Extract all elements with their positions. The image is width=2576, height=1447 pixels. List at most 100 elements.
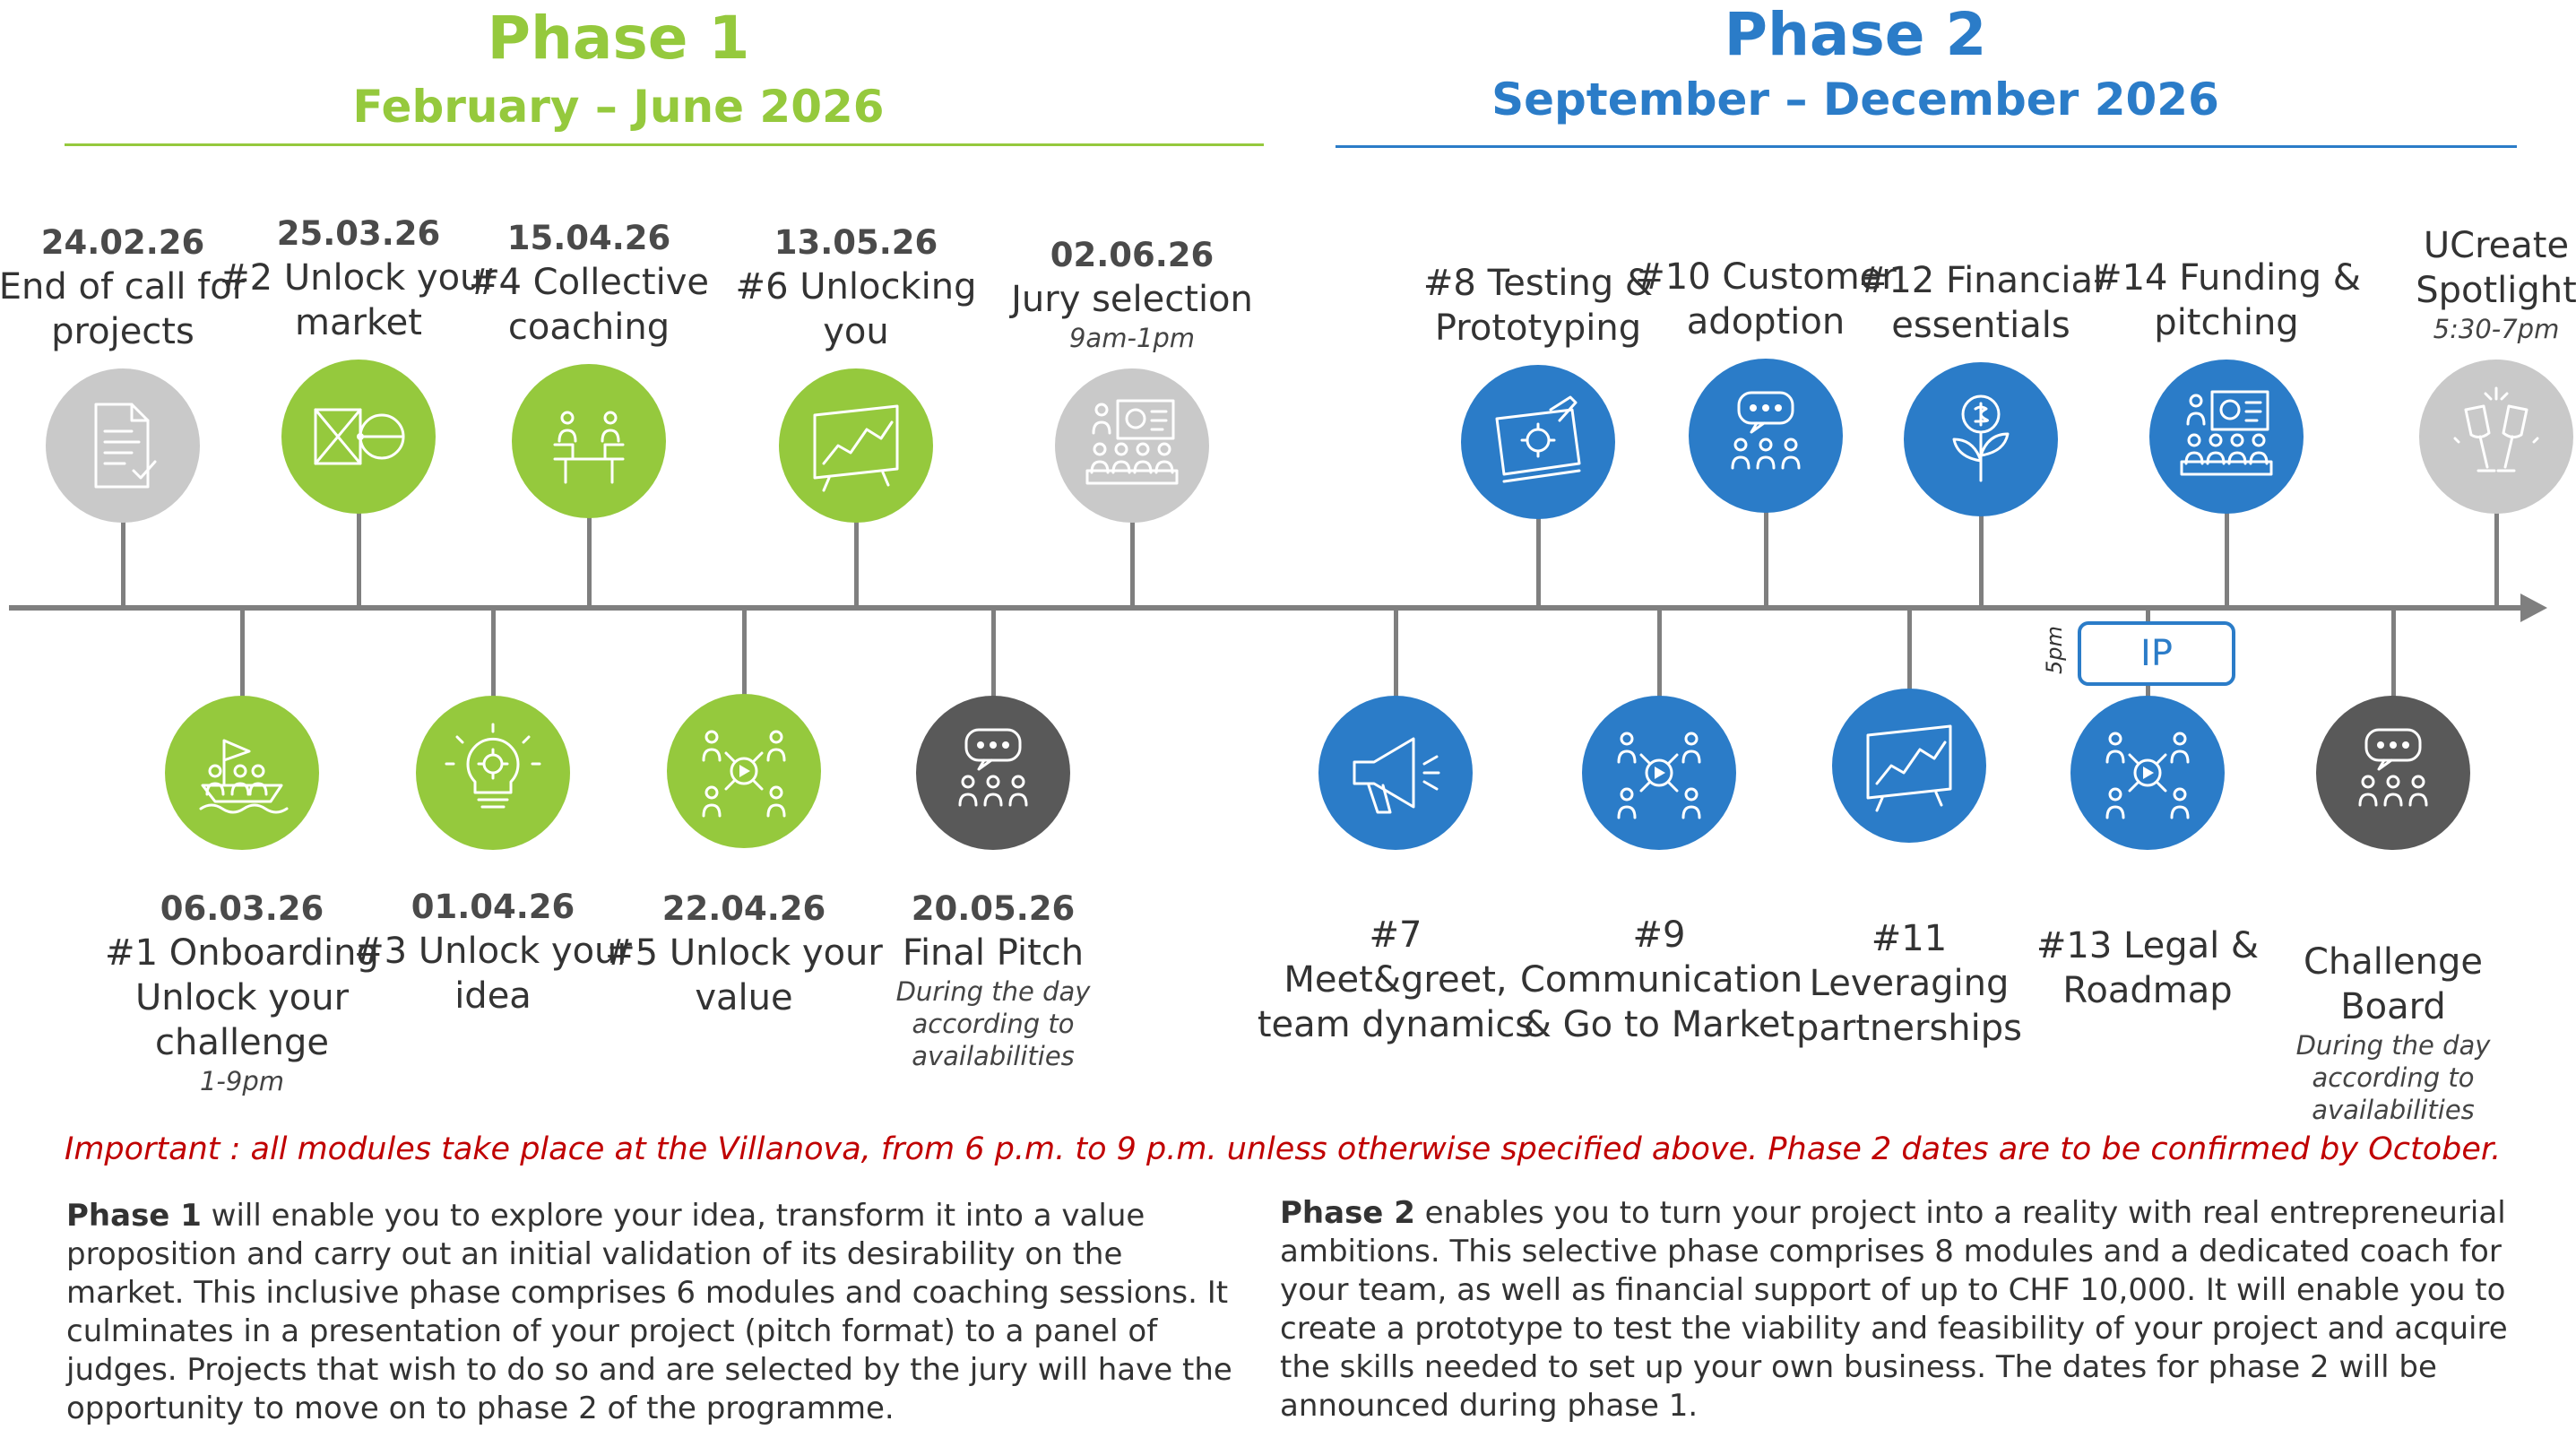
event-circle — [512, 364, 666, 518]
event-date: 01.04.26 — [411, 888, 575, 926]
connector-stem — [991, 608, 996, 699]
event-title: #1 Onboarding Unlock your challenge — [105, 932, 379, 1063]
event-label-group: 25.03.26 #2 Unlock your market — [220, 212, 497, 345]
blueprint-gear-icon — [1495, 395, 1581, 483]
event-circle — [2419, 360, 2573, 514]
ip-marker: IP — [2078, 621, 2235, 686]
market-shapes-icon — [314, 408, 405, 465]
event-circle — [1582, 696, 1736, 850]
whiteboard-chart-icon — [813, 404, 899, 492]
event-label-group: 13.05.26 #6 Unlocking you — [717, 221, 995, 354]
event-label-group: 15.04.26 #4 Collective coaching — [450, 217, 728, 350]
event-title: #6 Unlocking you — [735, 266, 977, 352]
event-note: 5:30-7pm — [2433, 314, 2560, 344]
connector-stem — [121, 519, 125, 608]
event-label-group: 22.04.26#5 Unlock your value — [605, 888, 883, 1020]
network-gear-icon — [2105, 732, 2190, 819]
phase1-title: Phase 1 — [487, 4, 750, 73]
event-circle — [281, 360, 436, 514]
event-label-group: #12 Financial essentials — [1842, 258, 2120, 348]
event-title: #11 Leveraging partnerships — [1796, 918, 2022, 1049]
event-title: #2 Unlock your market — [220, 257, 497, 343]
event-label-group: #10 Customer adoption — [1627, 255, 1905, 344]
event-label-group: 06.03.26 #1 Onboarding Unlock your challe… — [103, 888, 381, 1097]
event-circle — [1832, 689, 1986, 843]
phase2-description-text: enables you to turn your project into a … — [1280, 1195, 2508, 1424]
connector-stem — [854, 519, 859, 608]
connector-stem — [240, 608, 245, 699]
event-title: Jury selection — [1011, 279, 1253, 320]
timeline-arrowhead — [2520, 594, 2547, 622]
event-note: During the day according to availabiliti… — [895, 976, 1091, 1071]
champagne-toast-icon — [2453, 386, 2539, 472]
event-title: #13 Legal & Roadmap — [2036, 925, 2260, 1011]
phase1-subtitle: February – June 2026 — [352, 81, 885, 133]
event-note: During the day according to availabiliti… — [2295, 1030, 2491, 1125]
network-gear-icon — [1617, 732, 1701, 819]
event-title: #8 Testing & Prototyping — [1422, 263, 1654, 349]
connector-stem — [1536, 516, 1541, 608]
event-label-group: #9 Communication & Go to Market — [1520, 913, 1803, 1047]
event-circle — [2149, 360, 2304, 514]
event-circle — [779, 368, 933, 523]
event-label-group: #8 Testing & Prototyping — [1399, 261, 1677, 351]
event-title: #12 Financial essentials — [1858, 260, 2104, 346]
event-note: 9am-1pm — [1068, 323, 1196, 353]
event-date: 15.04.26 — [506, 219, 671, 257]
event-label-group: #13 Legal & Roadmap — [2009, 923, 2286, 1013]
connector-stem — [1394, 608, 1398, 699]
phase2-description: Phase 2 enables you to turn your project… — [1280, 1194, 2535, 1425]
event-date: 24.02.26 — [40, 223, 205, 262]
event-circle — [1904, 362, 2058, 516]
phase2-rule — [1336, 145, 2517, 148]
connector-stem — [2225, 510, 2229, 608]
event-label-group: 01.04.26 #3 Unlock your idea — [354, 886, 632, 1018]
connector-stem — [587, 515, 592, 608]
event-circle — [46, 368, 200, 523]
connector-stem — [357, 510, 361, 608]
event-date: 20.05.26 — [911, 889, 1076, 928]
presentation-jury-icon — [2180, 390, 2273, 476]
connector-stem — [491, 608, 496, 699]
phase2-description-lead: Phase 2 — [1280, 1195, 1415, 1231]
connector-stem — [2391, 608, 2396, 699]
phase1-description-lead: Phase 1 — [66, 1198, 202, 1234]
event-circle — [2316, 696, 2470, 850]
event-circle — [1689, 359, 1843, 513]
document-check-icon — [94, 403, 157, 489]
chat-audience-icon — [1731, 391, 1801, 470]
phase2-title: Phase 2 — [1724, 0, 1987, 69]
event-circle — [916, 696, 1070, 850]
event-circle — [1055, 368, 1209, 523]
event-date: 22.04.26 — [661, 889, 826, 928]
event-title: #10 Customer adoption — [1635, 256, 1897, 342]
event-circle — [416, 696, 570, 850]
event-title: #3 Unlock your idea — [354, 931, 632, 1017]
event-title: UCreate Spotlight — [2416, 225, 2576, 311]
network-gear-icon — [702, 730, 786, 818]
event-title: #9 Communication & Go to Market — [1520, 914, 1803, 1045]
event-date: 06.03.26 — [160, 889, 324, 928]
boat-team-icon — [199, 739, 289, 814]
connector-stem — [1130, 519, 1135, 608]
event-label-group: #11 Leveraging partnerships — [1770, 916, 2048, 1051]
event-circle — [2070, 696, 2225, 850]
phase1-description-text: will enable you to explore your idea, tr… — [66, 1198, 1232, 1426]
connector-stem — [2494, 510, 2499, 608]
event-date: 13.05.26 — [774, 223, 938, 262]
event-title: #4 Collective coaching — [469, 262, 709, 348]
event-date: 02.06.26 — [1050, 236, 1215, 274]
whiteboard-chart-icon — [1866, 724, 1952, 812]
event-date: 25.03.26 — [276, 214, 441, 253]
event-label-group: #14 Funding & pitching — [2088, 256, 2365, 345]
money-plant-icon — [1952, 394, 2010, 482]
chat-audience-icon — [958, 728, 1028, 807]
timeline-axis — [9, 605, 2528, 611]
chat-audience-icon — [2358, 728, 2428, 807]
connector-stem — [1764, 509, 1768, 608]
event-circle — [1461, 365, 1615, 519]
